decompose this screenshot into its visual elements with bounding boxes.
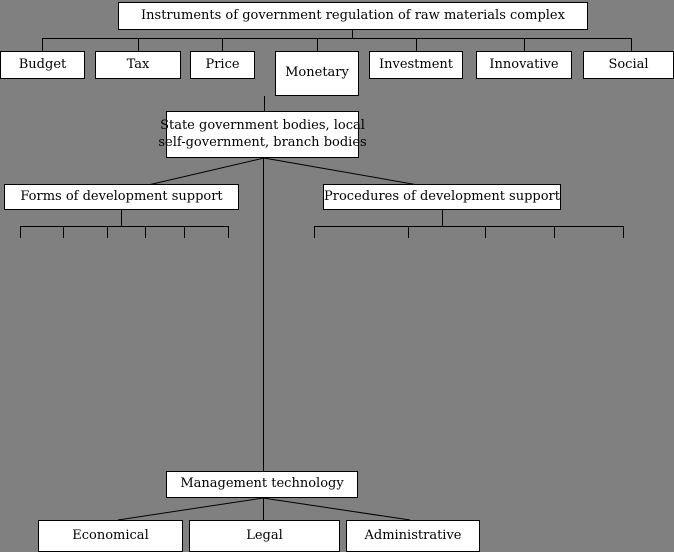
connector-management-to-legal	[263, 498, 264, 520]
connector-drop-investment	[416, 38, 417, 51]
connector-instrument-bus	[42, 38, 631, 39]
node-economical-label: Economical	[72, 527, 149, 543]
connector-central-spine	[263, 158, 264, 471]
node-government-bodies-line1: State government bodies, local	[160, 118, 365, 134]
node-title-label: Instruments of government regulation of …	[141, 7, 565, 23]
node-innovative-label: Innovative	[489, 56, 559, 72]
connector-forms-stub-6	[228, 226, 229, 238]
node-forms-of-development-support: Forms of development support	[4, 184, 239, 210]
connector-forms-drop	[121, 210, 122, 226]
node-forms-of-development-support-label: Forms of development support	[20, 188, 223, 204]
connector-fan-technology	[117, 497, 411, 521]
node-investment: Investment	[369, 51, 463, 79]
connector-drop-price	[222, 38, 223, 51]
connector-forms-stub-2	[63, 226, 64, 238]
node-innovative: Innovative	[476, 51, 572, 79]
node-monetary: Monetary	[275, 51, 359, 96]
node-tax-label: Tax	[126, 56, 150, 72]
node-title: Instruments of government regulation of …	[118, 2, 588, 30]
connector-forms-comb-bar	[20, 226, 228, 227]
connector-title-drop	[352, 30, 353, 38]
node-price-label: Price	[205, 56, 240, 72]
connector-procedures-stub-1	[314, 226, 315, 238]
connector-forms-stub-5	[184, 226, 185, 238]
connector-procedures-stub-5	[623, 226, 624, 238]
node-administrative: Administrative	[346, 520, 480, 552]
node-procedures-of-development-support-label: Procedures of development support	[324, 188, 560, 204]
node-budget-label: Budget	[18, 56, 67, 72]
node-economical: Economical	[38, 520, 183, 552]
node-procedures-of-development-support: Procedures of development support	[323, 184, 561, 210]
node-social-label: Social	[608, 56, 649, 72]
connector-forms-stub-4	[145, 226, 146, 238]
connector-drop-budget	[42, 38, 43, 51]
connector-procedures-stub-2	[408, 226, 409, 238]
connector-forms-stub-3	[107, 226, 108, 238]
connector-drop-innovative	[524, 38, 525, 51]
node-management-technology-label: Management technology	[180, 476, 344, 492]
connector-bodies-to-forms	[130, 157, 265, 190]
connector-bodies-to-procedures	[263, 157, 442, 190]
connector-procedures-drop	[442, 210, 443, 226]
node-price: Price	[190, 51, 255, 79]
connector-drop-tax	[138, 38, 139, 51]
connector-procedures-stub-3	[485, 226, 486, 238]
connector-drop-social	[631, 38, 632, 51]
connector-forms-stub-1	[20, 226, 21, 238]
connector-procedures-comb-bar	[314, 226, 624, 227]
node-investment-label: Investment	[378, 56, 454, 72]
connector-monetary-to-bodies	[264, 96, 265, 111]
node-government-bodies-line2: self-government, branch bodies	[158, 134, 367, 150]
node-social: Social	[583, 51, 674, 79]
connector-management-to-administrative	[262, 497, 411, 521]
node-administrative-label: Administrative	[364, 527, 462, 543]
connector-fan-support	[130, 157, 442, 190]
connector-management-to-economical	[117, 497, 264, 521]
node-budget: Budget	[0, 51, 85, 79]
node-tax: Tax	[95, 51, 181, 79]
connector-drop-monetary	[317, 38, 318, 51]
node-legal: Legal	[189, 520, 340, 552]
connector-procedures-stub-4	[554, 226, 555, 238]
node-government-bodies: State government bodies, local self-gove…	[158, 111, 367, 158]
node-monetary-label: Monetary	[285, 65, 349, 81]
node-management-technology: Management technology	[166, 471, 358, 498]
node-legal-label: Legal	[246, 527, 283, 543]
